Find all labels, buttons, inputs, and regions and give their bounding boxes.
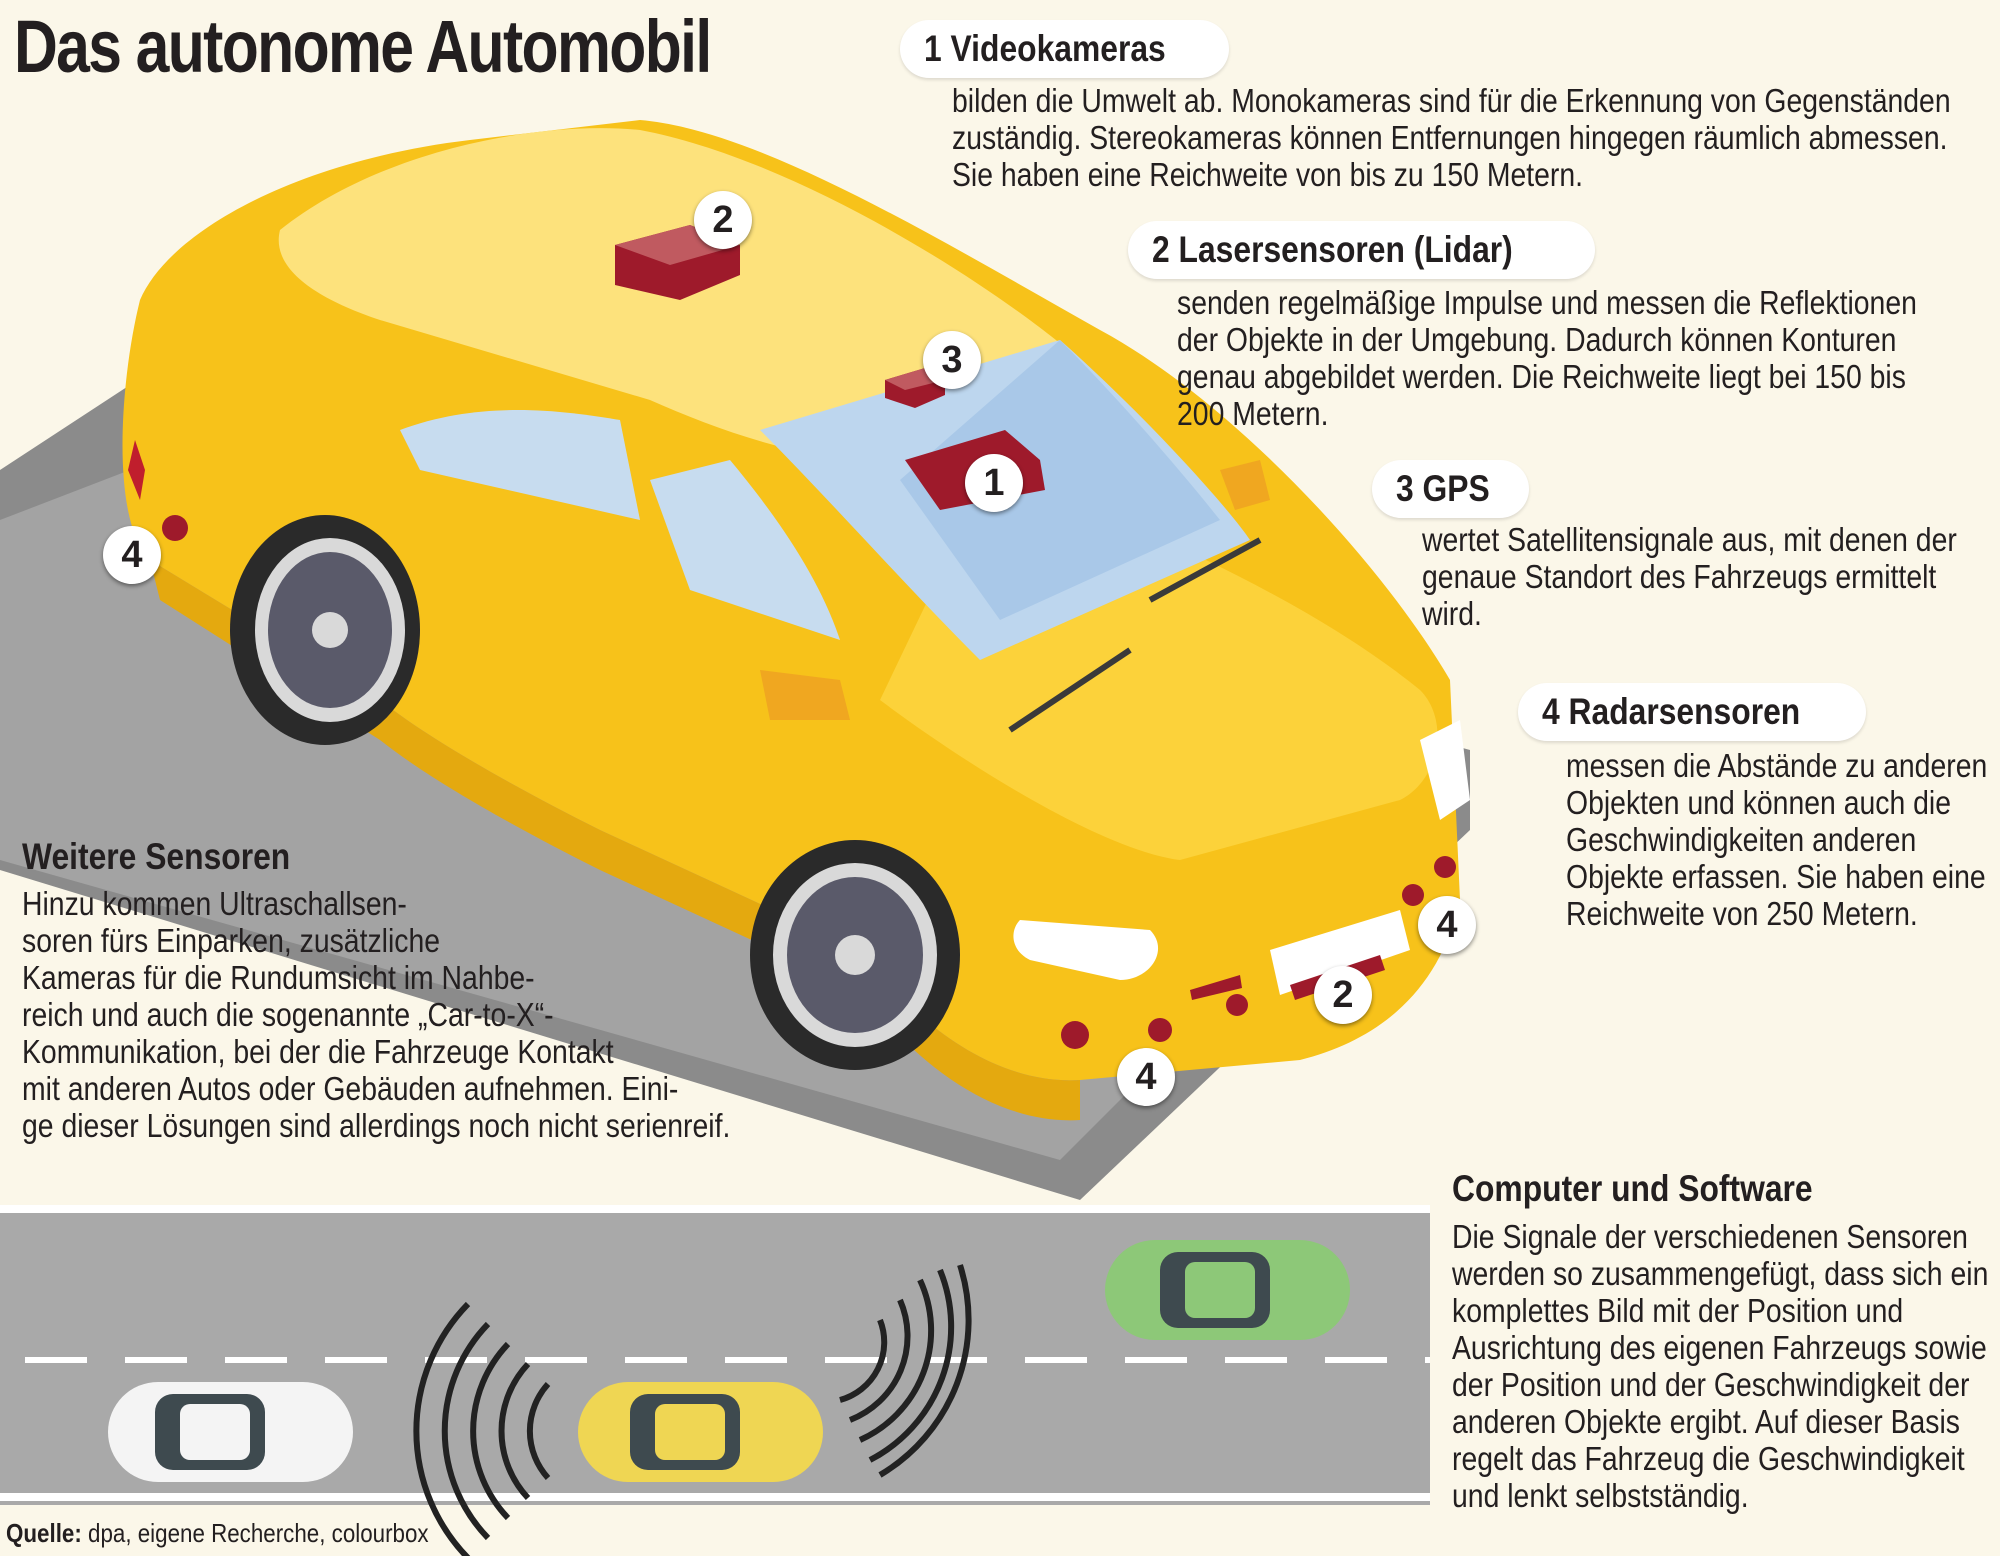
section-radar-label: 4 Radarsensoren (1518, 683, 1867, 741)
source-label: Quelle: (6, 1518, 82, 1548)
badge-radar-front-right: 4 (1418, 896, 1476, 954)
section-gps-text: wertet Satellitensignale aus, mit denen … (1422, 521, 1957, 632)
road-car-green (1105, 1240, 1350, 1340)
badge-camera-windshield: 1 (965, 454, 1023, 512)
weitere-sensoren-heading: Weitere Sensoren (22, 836, 291, 877)
radar-waves-rear (413, 1301, 551, 1556)
road-scene (0, 1205, 1430, 1556)
road-car-yellow (578, 1382, 823, 1482)
badge-lidar-roof: 2 (694, 191, 752, 249)
road-car-white (108, 1382, 353, 1482)
badge-gps-roof: 3 (923, 331, 981, 389)
section-videokameras-text: bilden die Umwelt ab. Monokameras sind f… (952, 82, 1951, 193)
source-credit: Quelle: dpa, eigene Recherche, colourbox (6, 1518, 429, 1549)
badge-radar-rear: 4 (103, 526, 161, 584)
section-lidar-label: 2 Lasersensoren (Lidar) (1128, 221, 1596, 279)
badge-radar-front-bottom: 4 (1117, 1048, 1175, 1106)
computer-software-heading: Computer und Software (1452, 1168, 1813, 1209)
page-title: Das autonome Automobil (14, 5, 712, 88)
weitere-sensoren-text: Hinzu kommen Ultraschallsen-soren fürs E… (22, 885, 731, 1144)
section-lidar-text: senden regelmäßige Impulse und messen di… (1177, 284, 1917, 432)
radar-waves-front (839, 1264, 972, 1478)
autonomous-car (122, 120, 1470, 1121)
source-text: dpa, eigene Recherche, colourbox (81, 1518, 429, 1548)
badge-lidar-front: 2 (1314, 966, 1372, 1024)
section-gps-label: 3 GPS (1372, 460, 1529, 518)
section-videokameras-label: 1 Videokameras (900, 20, 1230, 78)
